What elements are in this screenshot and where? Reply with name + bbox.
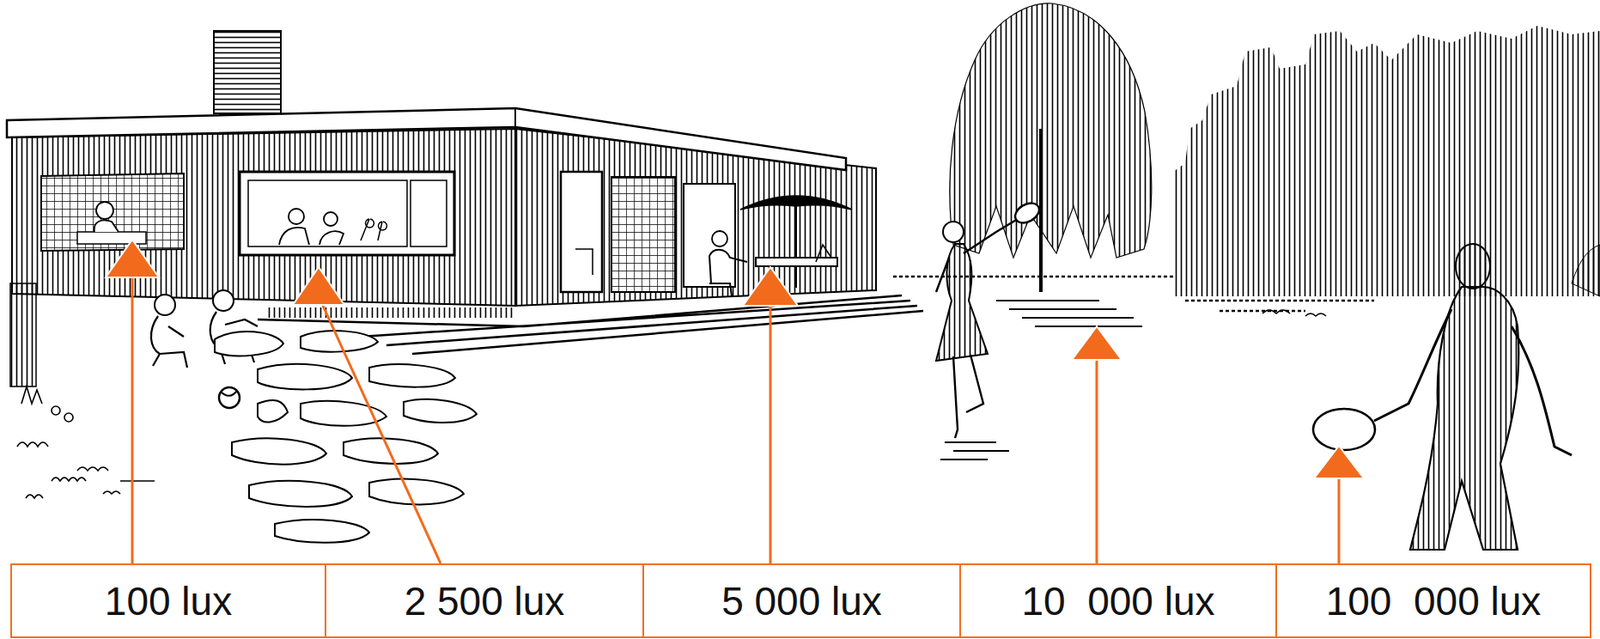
house — [611, 176, 676, 293]
house — [323, 212, 338, 226]
house — [755, 257, 838, 267]
willow-tree — [996, 300, 1143, 327]
grass-strokes — [77, 467, 155, 494]
leader-arrows — [318, 296, 441, 564]
willow-tree — [949, 3, 1152, 327]
woman-player — [1011, 199, 1043, 227]
house — [41, 173, 184, 251]
stone-path — [274, 519, 370, 543]
woman-player — [953, 354, 984, 439]
stone-path — [369, 479, 464, 505]
lux-value: 10 000 lux — [1021, 581, 1215, 621]
willow-tree — [949, 3, 1152, 258]
leader-arrows — [769, 300, 773, 564]
background-forest — [1571, 244, 1600, 297]
leader-arrows — [1338, 474, 1341, 564]
leader-arrows — [292, 267, 345, 305]
house — [6, 108, 846, 171]
man-player — [1455, 243, 1491, 289]
children — [154, 294, 176, 316]
leader-arrows — [1314, 445, 1364, 479]
man-player — [1313, 408, 1375, 451]
house — [575, 249, 593, 275]
lux-label-box: 5 000 lux — [642, 563, 962, 639]
house — [410, 180, 447, 247]
lux-label-box: 10 000 lux — [959, 563, 1278, 639]
grass-strokes — [21, 386, 74, 422]
lux-value: 100 lux — [104, 581, 232, 621]
house — [683, 183, 736, 287]
leader-arrows — [742, 267, 798, 306]
man-player — [1410, 286, 1519, 550]
house — [815, 244, 832, 262]
children — [212, 290, 234, 311]
background-forest — [1262, 310, 1327, 317]
ball — [220, 390, 238, 396]
house — [288, 208, 305, 225]
leader-arrows — [105, 239, 1364, 564]
man-player — [1511, 326, 1572, 456]
lux-value: 5 000 lux — [721, 581, 883, 621]
lux-value: 100 000 lux — [1326, 581, 1542, 621]
house — [12, 128, 516, 306]
ball — [219, 387, 240, 408]
children — [151, 316, 188, 368]
house — [709, 249, 748, 297]
house — [514, 108, 517, 128]
stone-path — [300, 401, 387, 426]
stone-path — [403, 399, 477, 423]
man-player — [1374, 309, 1452, 421]
house — [213, 30, 281, 114]
stone-path — [369, 364, 456, 387]
house — [319, 231, 344, 245]
woman-player — [936, 219, 1018, 293]
house — [77, 231, 147, 244]
background-forest — [1173, 25, 1600, 297]
grass-strokes — [17, 386, 155, 499]
lux-label-box: 2 500 lux — [324, 563, 645, 639]
stone-path — [214, 331, 284, 356]
stone-path — [343, 438, 439, 464]
stone-path — [257, 364, 353, 390]
woman-player — [940, 442, 1010, 460]
stone-path — [249, 480, 353, 507]
house — [239, 171, 455, 256]
grass-strokes — [17, 442, 86, 499]
woman-player — [936, 243, 988, 361]
stone-path — [257, 400, 288, 423]
woman-player — [942, 221, 964, 243]
house — [360, 219, 388, 241]
house — [795, 206, 797, 288]
ball — [219, 387, 240, 408]
woman-player — [936, 199, 1043, 460]
house — [10, 283, 37, 387]
lux-label-box: 100 lux — [10, 563, 327, 639]
house — [6, 30, 924, 387]
house — [560, 171, 603, 293]
stone-path — [214, 330, 477, 543]
leader-arrows — [105, 239, 159, 278]
leader-arrows — [1071, 326, 1122, 360]
house — [94, 220, 119, 233]
leader-arrows — [1095, 356, 1099, 564]
leader-arrows — [131, 274, 134, 564]
lux-value: 2 500 lux — [404, 581, 566, 621]
house — [96, 201, 114, 220]
house — [257, 295, 924, 354]
stone-path — [231, 438, 327, 464]
house — [279, 227, 310, 245]
man-player — [1313, 243, 1572, 550]
lux-label-box: 100 000 lux — [1275, 563, 1592, 639]
house — [248, 180, 408, 247]
house — [266, 307, 516, 318]
house — [711, 231, 728, 247]
